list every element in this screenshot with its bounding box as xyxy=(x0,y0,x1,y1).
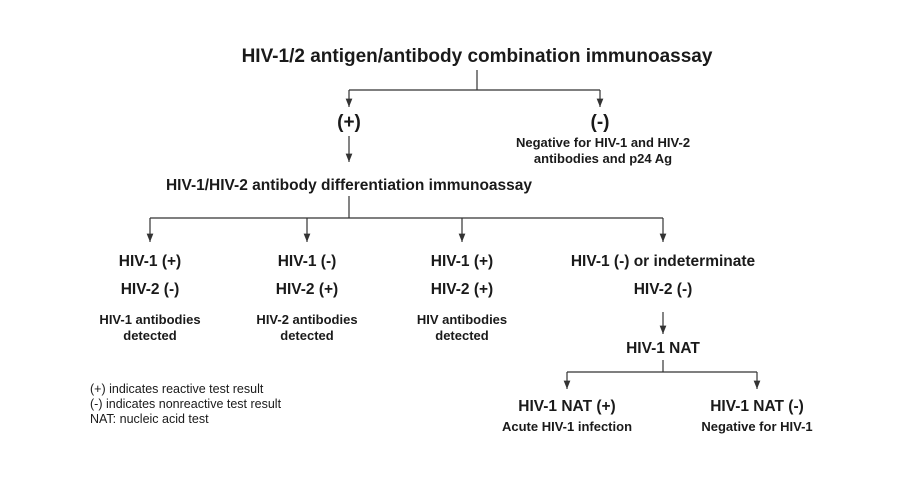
node-nat-negative: HIV-1 NAT (-) xyxy=(710,398,804,415)
branch-4-hiv1: HIV-1 (-) or indeterminate xyxy=(570,253,756,270)
node-positive-result: (+) xyxy=(337,112,361,133)
nat-negative-description: Negative for HIV-1 xyxy=(701,419,813,434)
branch-2-hiv1: HIV-1 (-) xyxy=(277,253,337,270)
legend: (+) indicates reactive test result (-) i… xyxy=(90,382,281,427)
branch-2-description: HIV-2 antibodies detected xyxy=(256,312,357,344)
branch-1-hiv1: HIV-1 (+) xyxy=(118,253,182,270)
branch-3-hiv1: HIV-1 (+) xyxy=(430,253,494,270)
branch-1-hiv2: HIV-2 (-) xyxy=(120,281,180,298)
node-nat-positive: HIV-1 NAT (+) xyxy=(518,398,616,415)
node-hiv1-nat: HIV-1 NAT xyxy=(626,340,700,357)
branch-4-hiv2: HIV-2 (-) xyxy=(633,281,693,298)
legend-item-nonreactive: (-) indicates nonreactive test result xyxy=(90,397,282,411)
branch-1-desc-line-1: HIV-1 antibodies xyxy=(99,312,201,327)
negative-desc-line-2: antibodies and p24 Ag xyxy=(533,151,673,166)
node-negative-result: (-) xyxy=(590,112,610,133)
branch-3-hiv2: HIV-2 (+) xyxy=(430,281,494,298)
branch-1-description: HIV-1 antibodies detected xyxy=(99,312,200,344)
branch-2-hiv2: HIV-2 (+) xyxy=(275,281,339,298)
node-combination-immunoassay: HIV-1/2 antigen/antibody combination imm… xyxy=(241,46,713,67)
branch-3-description: HIV antibodies detected xyxy=(417,312,507,344)
node-differentiation-immunoassay: HIV-1/HIV-2 antibody differentiation imm… xyxy=(165,177,533,194)
negative-result-description: Negative for HIV-1 and HIV-2 antibodies … xyxy=(516,135,690,167)
negative-desc-line-1: Negative for HIV-1 and HIV-2 xyxy=(515,135,691,150)
branch-1-desc-line-2: detected xyxy=(123,328,177,343)
branch-3-desc-line-1: HIV antibodies xyxy=(416,312,508,327)
nat-positive-description: Acute HIV-1 infection xyxy=(501,419,633,434)
branch-2-desc-line-1: HIV-2 antibodies xyxy=(256,312,358,327)
legend-item-reactive: (+) indicates reactive test result xyxy=(90,382,264,396)
branch-2-desc-line-2: detected xyxy=(280,328,334,343)
legend-item-nat: NAT: nucleic acid test xyxy=(90,412,209,426)
branch-3-desc-line-2: detected xyxy=(435,328,489,343)
